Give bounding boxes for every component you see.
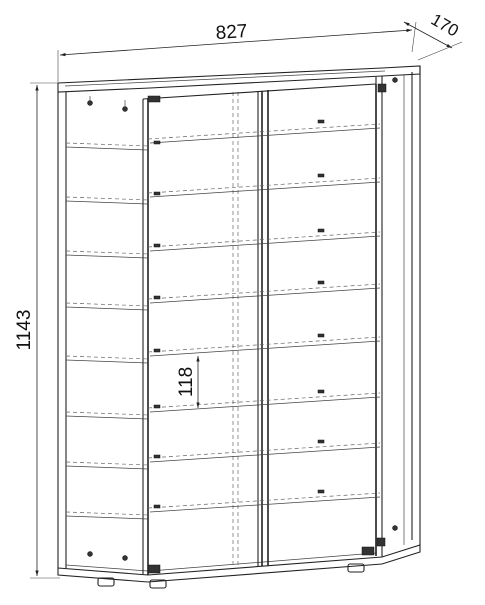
shelf bbox=[65, 392, 381, 420]
glass-doors bbox=[142, 83, 377, 575]
shelf bbox=[65, 231, 381, 259]
width-label: 827 bbox=[215, 21, 248, 44]
shelf-spacing-dimension: 118 bbox=[176, 356, 200, 408]
cabinet-body bbox=[57, 65, 421, 583]
hinges bbox=[87, 77, 398, 574]
width-dimension: 827 bbox=[57, 21, 417, 82]
cabinet-feet bbox=[97, 563, 365, 589]
height-label: 1143 bbox=[14, 310, 35, 351]
height-dimension: 1143 bbox=[14, 82, 60, 579]
shelf bbox=[65, 442, 381, 470]
shelf-pins bbox=[153, 119, 325, 509]
shelf bbox=[65, 123, 381, 151]
depth-label: 170 bbox=[428, 10, 462, 41]
depth-dimension: 170 bbox=[403, 10, 463, 61]
shelf bbox=[65, 283, 381, 311]
shelf bbox=[65, 492, 381, 520]
glass-shelves bbox=[65, 123, 381, 520]
shelf bbox=[65, 177, 381, 205]
shelf-spacing-label: 118 bbox=[176, 367, 197, 397]
shelf bbox=[65, 336, 381, 364]
